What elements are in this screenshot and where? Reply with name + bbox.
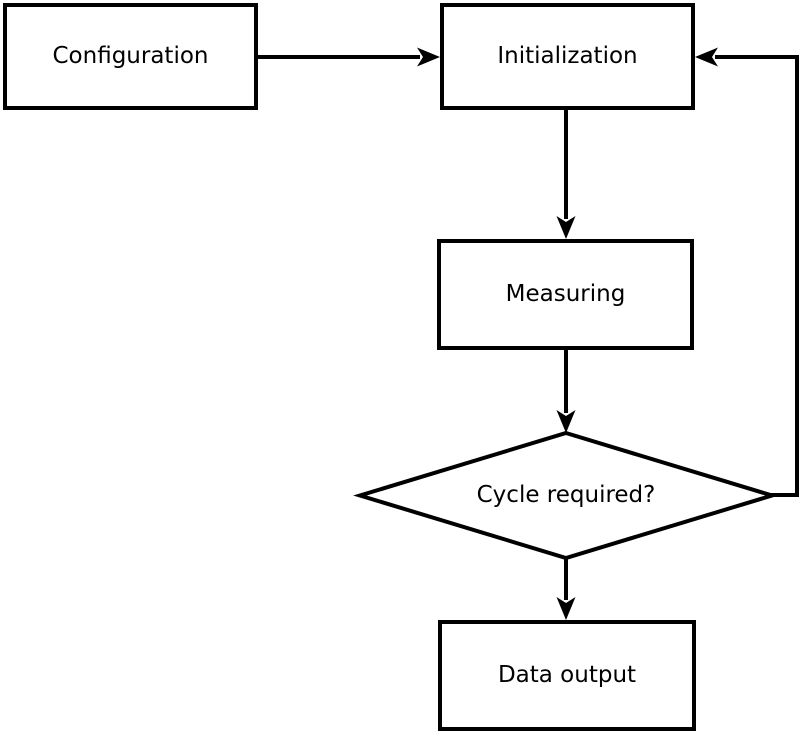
node-initialization-label: Initialization [497, 43, 638, 69]
edge-decision-to-initialization-loop-line [715, 55, 799, 497]
node-cycle-required-diamond-shape [353, 430, 779, 561]
edge-decision-to-initialization-arrowhead-icon [695, 47, 718, 67]
node-measuring: Measuring [437, 239, 694, 350]
edge-configuration-to-initialization-arrowhead-icon [417, 47, 440, 67]
node-data-output-label: Data output [497, 662, 637, 688]
node-data-output: Data output [438, 620, 696, 731]
node-cycle-required: Cycle required? [360, 433, 772, 558]
node-initialization: Initialization [440, 3, 695, 110]
edge-initialization-to-measuring-arrowhead-icon [556, 216, 576, 239]
edge-decision-to-data-output-arrowhead-icon [556, 597, 576, 620]
node-configuration: Configuration [3, 3, 258, 110]
node-measuring-label: Measuring [505, 281, 626, 307]
node-configuration-label: Configuration [52, 43, 209, 69]
edge-measuring-to-decision-arrowhead-icon [556, 410, 576, 433]
node-cycle-required-label: Cycle required? [476, 482, 656, 508]
